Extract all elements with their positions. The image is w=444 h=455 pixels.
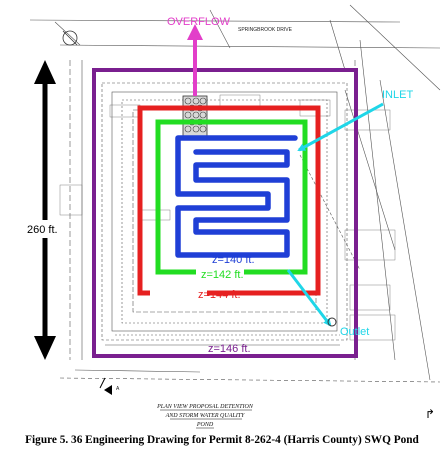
contour-label-144: z=144 ft. — [198, 289, 241, 301]
contour-142-line — [155, 119, 308, 275]
inlet-arrow — [297, 102, 384, 152]
dimension-label: 260 ft. — [27, 224, 58, 236]
outlet-label: Outlet — [340, 326, 369, 338]
svg-text:PLAN VIEW PROPOSAL DETENTION: PLAN VIEW PROPOSAL DETENTION — [156, 404, 254, 410]
contour-label-142: z=142 ft. — [201, 269, 244, 281]
overflow-arrow — [187, 24, 203, 96]
contour-146-line — [92, 68, 358, 358]
contour-144-line — [137, 105, 321, 296]
street-label: SPRINGBROOK DRIVE — [238, 27, 293, 33]
section-marker: A — [99, 377, 120, 395]
corner-arrow-icon: ↱ — [425, 407, 435, 421]
compass-icon — [62, 30, 78, 46]
contour-label-146: z=146 ft. — [208, 343, 251, 355]
svg-text:A: A — [116, 386, 120, 392]
overflow-label: OVERFLOW — [167, 16, 231, 28]
inlet-label: INLET — [382, 89, 413, 101]
spillway-riprap — [182, 95, 208, 139]
svg-text:AND STORM WATER QUALITY: AND STORM WATER QUALITY — [165, 413, 245, 419]
engineering-drawing: SPRINGBROOK DRIVE OVERFLOW INLET Outlet … — [24, 4, 441, 429]
outlet-arrow — [286, 269, 332, 327]
plan-title: PLAN VIEW PROPOSAL DETENTION AND STORM W… — [156, 404, 254, 429]
svg-text:POND: POND — [196, 422, 214, 428]
outlet-structure-icon — [327, 317, 337, 327]
contour-label-140: z=140 ft. — [212, 254, 255, 266]
dimension-arrow — [24, 60, 66, 360]
figure-caption: Figure 5. 36 Engineering Drawing for Per… — [25, 434, 419, 446]
contour-140-line — [175, 135, 298, 258]
